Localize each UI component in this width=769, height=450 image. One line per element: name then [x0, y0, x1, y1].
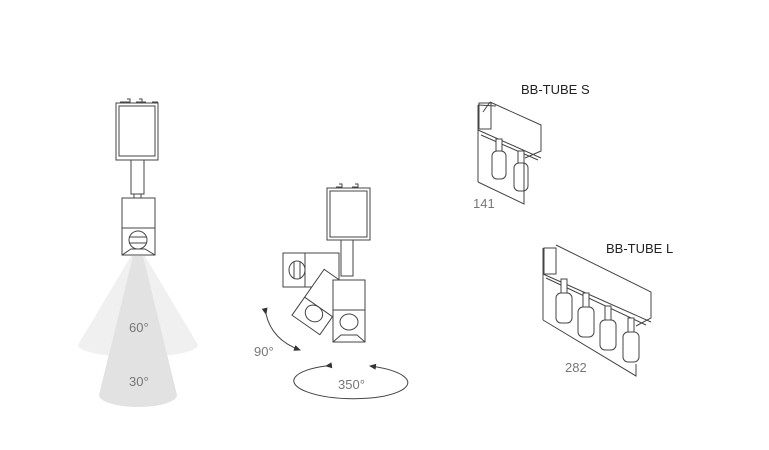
spotlight-front-view	[115, 98, 159, 256]
tilt-angle-label: 90°	[254, 344, 274, 359]
narrow-beam-label: 30°	[129, 374, 149, 389]
bb-tube-s-length: 141	[473, 196, 495, 211]
pan-angle-label: 350°	[338, 377, 365, 392]
bb-tube-s-drawing: BB-TUBE S 141	[473, 82, 590, 211]
bb-tube-l-drawing: BB-TUBE L 282	[542, 241, 673, 377]
wide-beam-label: 60°	[129, 320, 149, 335]
narrow-beam-cone	[99, 256, 177, 407]
beam-angle-illustration: 60° 30°	[78, 256, 198, 407]
spotlight-rotation-view: 90° 350°	[254, 183, 409, 400]
bb-tube-l-title: BB-TUBE L	[606, 241, 673, 256]
bb-tube-s-title: BB-TUBE S	[521, 82, 590, 97]
bb-tube-l-length: 282	[565, 360, 587, 375]
